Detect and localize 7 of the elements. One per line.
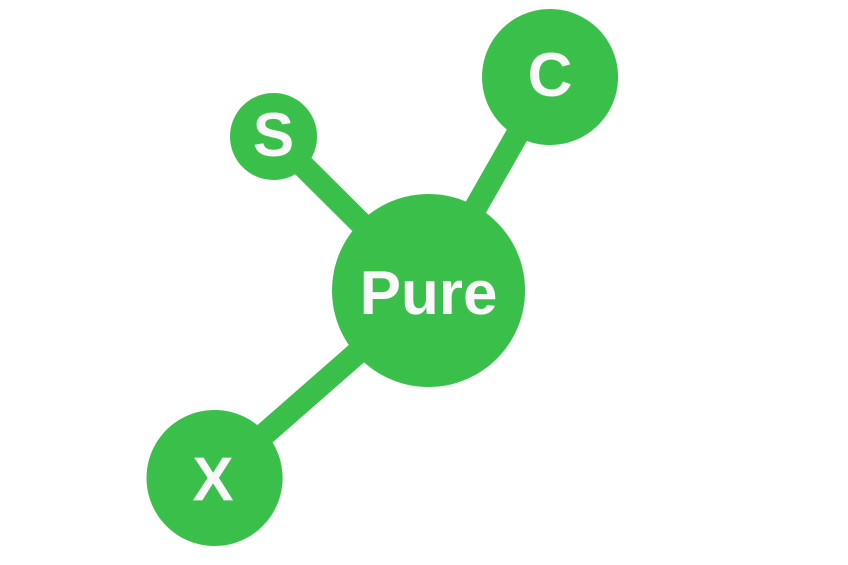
circle-node: X xyxy=(146,410,282,546)
connector-line xyxy=(293,156,371,234)
circle-node: S xyxy=(230,93,317,180)
connector-line xyxy=(464,126,528,216)
circle-node: Pure xyxy=(332,194,525,387)
connector-line xyxy=(255,342,366,444)
circle-node: C xyxy=(482,9,618,145)
